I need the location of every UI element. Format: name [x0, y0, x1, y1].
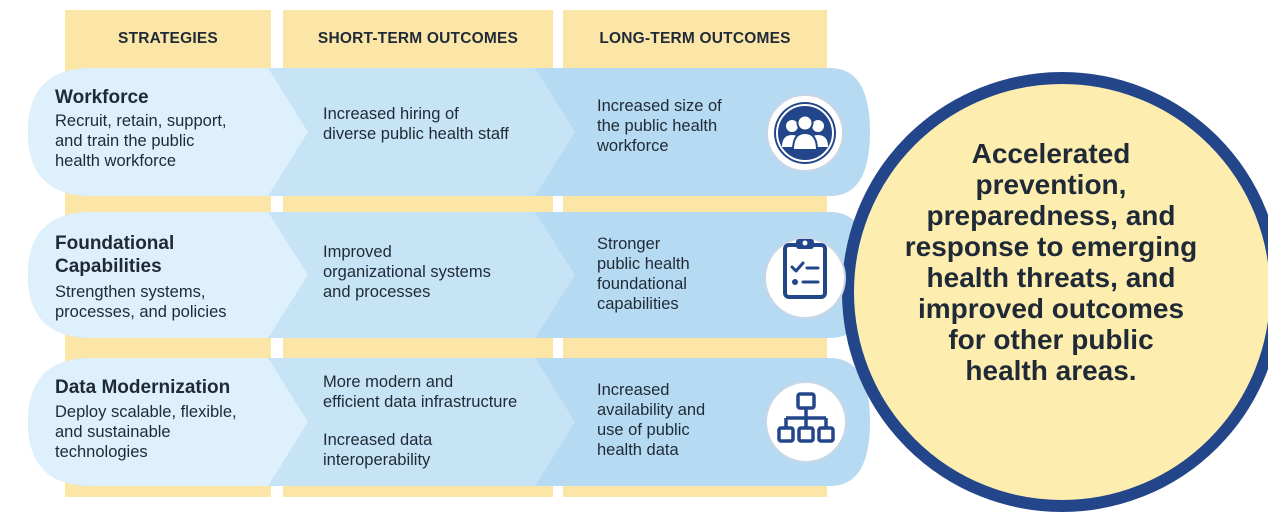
row-data-modernization: Data Modernization Deploy scalable, flex…	[0, 358, 1268, 486]
strategy-description-foundational-capabilities: Strengthen systems, processes, and polic…	[55, 283, 227, 321]
row-foundational-arrows	[28, 212, 870, 338]
long-term-foundational-capabilities: Stronger public health foundational capa…	[597, 235, 690, 313]
strategy-title-data-modernization: Data Modernization	[55, 377, 231, 398]
row-workforce-arrows	[28, 68, 870, 196]
strategy-title-foundational-capabilities: Foundational Capabilities	[55, 233, 175, 277]
people-group-icon	[765, 93, 845, 178]
short-term-foundational-capabilities: Improved organizational systems and proc…	[323, 243, 491, 301]
row-foundational-capabilities: Foundational Capabilities Strengthen sys…	[0, 212, 1268, 338]
strategy-description-workforce: Recruit, retain, support, and train the …	[55, 112, 227, 170]
short-term-data-modernization-2: Increased data interoperability	[323, 431, 433, 469]
header-long-term-outcomes: LONG-TERM OUTCOMES	[599, 30, 791, 47]
long-term-data-modernization: Increased availability and use of public…	[597, 381, 706, 459]
long-term-workforce: Increased size of the public health work…	[597, 97, 722, 155]
strategy-title-workforce: Workforce	[55, 87, 149, 108]
org-chart-icon	[764, 380, 848, 469]
strategy-description-data-modernization: Deploy scalable, flexible, and sustainab…	[55, 403, 237, 461]
short-term-workforce: Increased hiring of diverse public healt…	[323, 105, 509, 143]
row-workforce: Workforce Recruit, retain, support, and …	[0, 68, 1268, 196]
goal-statement: Accelerated prevention, preparedness, an…	[904, 138, 1198, 386]
clipboard-checklist-icon	[763, 231, 847, 326]
row-data-modernization-arrows	[28, 358, 870, 486]
header-strategies: STRATEGIES	[118, 30, 218, 47]
header-short-term-outcomes: SHORT-TERM OUTCOMES	[317, 30, 519, 47]
short-term-data-modernization-1: More modern and efficient data infrastru…	[323, 373, 518, 411]
